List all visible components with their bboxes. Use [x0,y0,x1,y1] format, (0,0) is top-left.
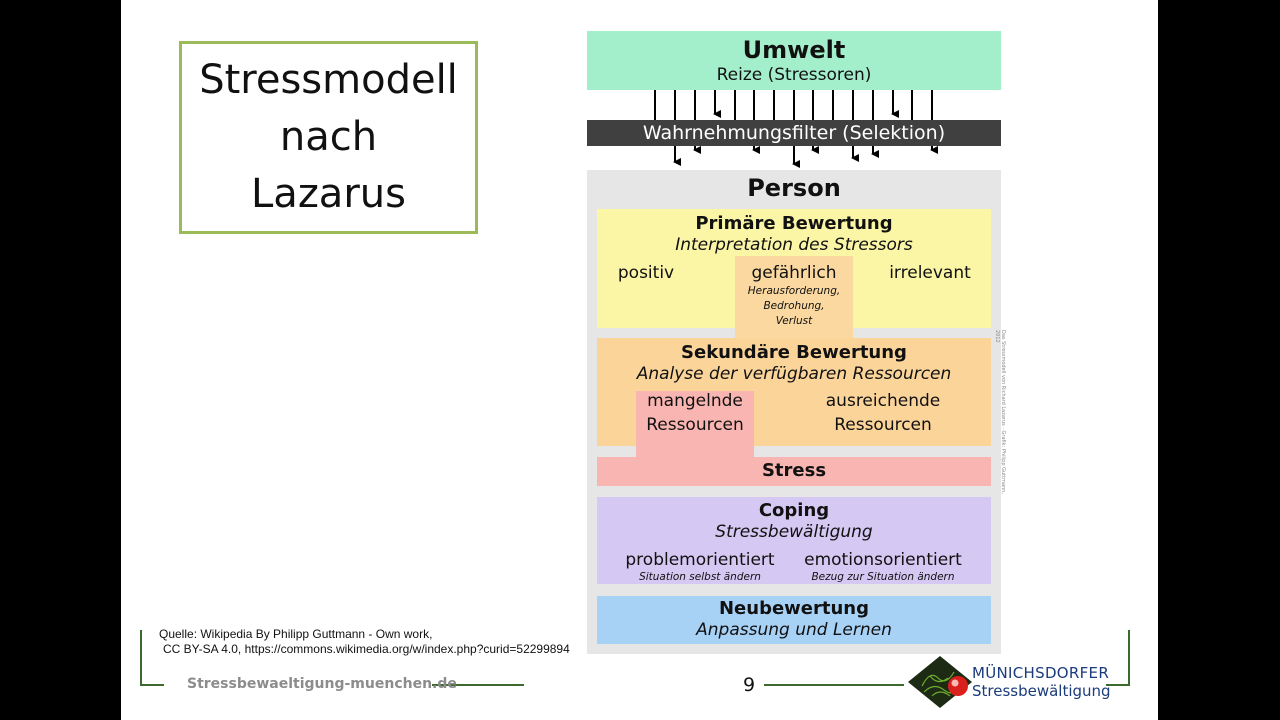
dangerous-detail-line: Herausforderung, [747,285,841,297]
problem-label: problemorientiert [625,550,775,570]
coping-header: Coping Stressbewältigung [597,500,991,542]
footer-line [140,684,164,686]
lacking-line: Ressourcen [646,415,744,435]
stress-box [597,457,991,486]
coping-subtitle: Stressbewältigung [715,522,873,542]
reappraisal-subtitle: Anpassung und Lernen [696,620,892,640]
dangerous-detail: Herausforderung, Bedrohung, Verlust [735,284,853,329]
primary-subtitle: Interpretation des Stressors [675,235,913,255]
logo-tagline: Stressbewältigung [972,682,1111,700]
emotion-focused: emotionsorientiert Bezug zur Situation ä… [795,548,971,583]
dangerous-detail-line: Bedrohung, [763,300,825,312]
footer-line [764,684,904,686]
source-citation: Quelle: Wikipedia By Philipp Guttmann - … [159,627,570,657]
filter-label: Wahrnehmungsfilter (Selektion) [642,122,946,144]
dangerous-branch [735,256,853,338]
sufficient-line: Ressourcen [834,415,932,435]
page-number: 9 [743,674,756,696]
lacking-resources-label: mangelnde Ressourcen [630,389,760,437]
footer-bracket-left [140,630,142,686]
diagram-credit: Das Stressmodell von Richard Lazarus · G… [994,330,1006,494]
footer-bracket-right [1128,630,1130,686]
secondary-subtitle: Analyse der verfügbaren Ressourcen [636,364,952,384]
logo-emblem-icon [908,656,972,708]
coping-title: Coping [758,500,830,521]
positive-label: positiv [617,263,675,283]
logo-name: MÜNICHSDORFER [972,664,1110,682]
secondary-title: Sekundäre Bewertung [681,342,907,363]
umwelt-box: Umwelt Reize (Stressoren) [587,31,1001,90]
footer-url: Stressbewaeltigung-muenchen.de [187,676,457,692]
primary-title: Primäre Bewertung [695,213,893,234]
sufficient-line: ausreichende [825,391,941,411]
title-line: Stressmodell [199,57,458,103]
emotion-label: emotionsorientiert [804,550,962,570]
reappraisal-title: Neubewertung [718,598,869,619]
reappraisal-header: Neubewertung Anpassung und Lernen [597,598,991,640]
title-line: nach [279,114,378,160]
title-line: Lazarus [251,171,406,217]
dangerous-detail-line: Verlust [775,315,813,327]
footer-line [432,684,524,686]
irrelevant-label: irrelevant [889,263,971,283]
lacking-resources-branch [636,391,754,457]
source-line: CC BY-SA 4.0, https://commons.wikimedia.… [163,642,570,656]
coping-box [597,497,991,584]
primary-header: Primäre Bewertung Interpretation des Str… [597,213,991,255]
sufficient-resources-label: ausreichende Ressourcen [815,389,951,437]
emotion-detail: Bezug zur Situation ändern [811,571,955,583]
stress-label: Stress [761,460,827,481]
umwelt-title: Umwelt [742,36,846,64]
title-box: Stressmodell nach Lazarus [179,41,478,234]
footer-line [1106,684,1130,686]
problem-detail: Situation selbst ändern [639,571,761,583]
reappraisal-box [597,596,991,644]
person-title: Person [747,174,841,202]
lacking-line: mangelnde [647,391,743,411]
problem-focused: problemorientiert Situation selbst änder… [612,548,788,583]
source-line: Quelle: Wikipedia By Philipp Guttmann - … [159,627,433,641]
perception-filter-bar: Wahrnehmungsfilter (Selektion) [587,120,1001,146]
dangerous-label: gefährlich [751,263,837,283]
umwelt-subtitle: Reize (Stressoren) [716,65,872,85]
secondary-header: Sekundäre Bewertung Analyse der verfügba… [597,342,991,384]
